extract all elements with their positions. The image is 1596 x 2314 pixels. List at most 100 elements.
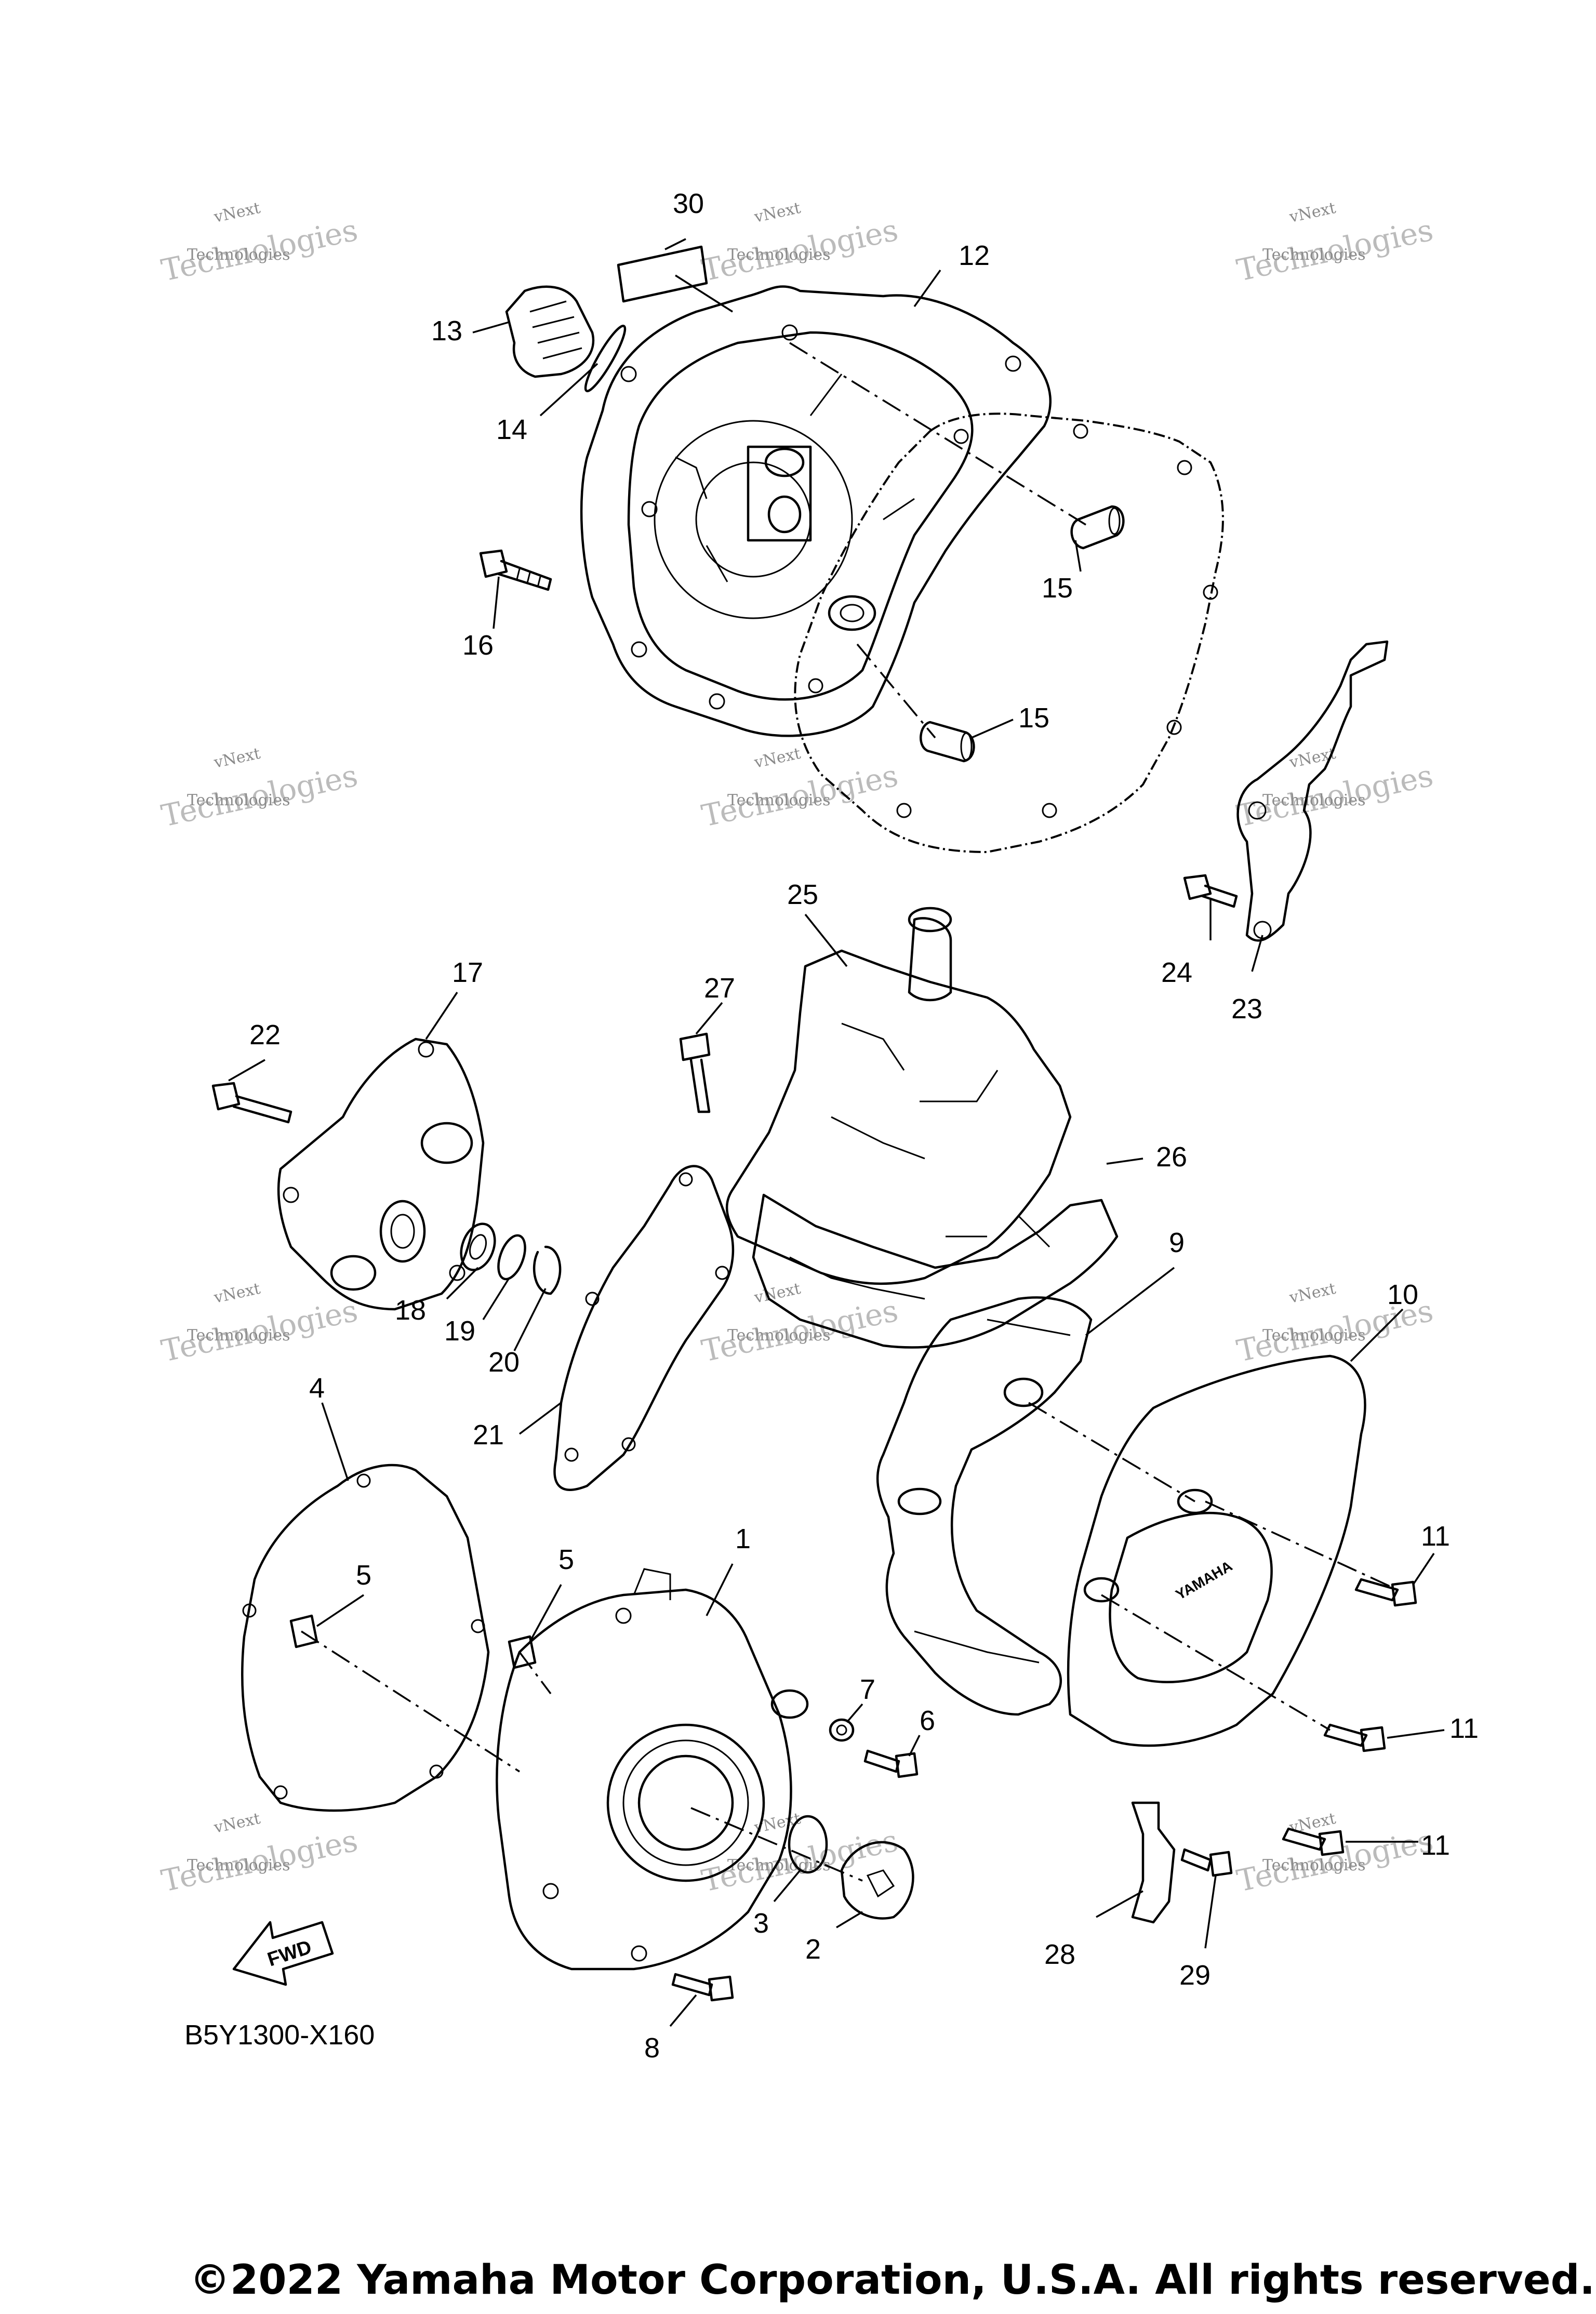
svg-text:vNext: vNext [212, 199, 262, 227]
callout-10: 10 [1387, 1279, 1418, 1310]
callout-20: 20 [488, 1347, 520, 1378]
watermark: Technologies vNext Technologies [699, 1280, 901, 1369]
part-15-dowel-pin [920, 721, 975, 763]
callout-15: 15 [1042, 573, 1073, 604]
callout-23: 23 [1231, 993, 1262, 1025]
part-10-cover: YAMAHA [1067, 1354, 1366, 1747]
callout-5: 5 [558, 1544, 574, 1575]
callout-24: 24 [1161, 957, 1192, 988]
svg-text:Technologies: Technologies [1262, 791, 1366, 809]
part-21-gasket [553, 1165, 735, 1491]
callout-3: 3 [753, 1908, 769, 1939]
svg-text:Technologies: Technologies [187, 1856, 290, 1874]
part-9-cover [876, 1296, 1093, 1716]
watermark: Technologies vNext Technologies [158, 199, 361, 288]
callout-4: 4 [309, 1373, 325, 1404]
part-6-bolt [863, 1749, 919, 1778]
part-1-cover [496, 1568, 809, 1971]
callout-9: 9 [1169, 1227, 1185, 1258]
watermark: Technologies vNext Technologies [699, 744, 901, 834]
callout-29: 29 [1179, 1960, 1211, 1991]
leader-lines [228, 238, 1445, 2027]
drawing-code: B5Y1300-X160 [184, 2019, 375, 2051]
callout-18: 18 [395, 1295, 426, 1326]
part-11-bolt [1323, 1723, 1386, 1752]
part-26-gasket [752, 1193, 1119, 1349]
svg-text:Technologies: Technologies [727, 1326, 831, 1345]
svg-text:vNext: vNext [752, 199, 802, 227]
callout-25: 25 [787, 879, 818, 910]
svg-text:vNext: vNext [1287, 1280, 1337, 1307]
callout-28: 28 [1044, 1939, 1075, 1970]
part-27-bolt [679, 1032, 711, 1113]
callout-21: 21 [473, 1419, 504, 1451]
copyright: ©2022 Yamaha Motor Corporation, U.S.A. A… [190, 2257, 1595, 2304]
part-24-bolt [1183, 874, 1238, 908]
part-2-plug [840, 1841, 914, 1920]
svg-text:Technologies: Technologies [1262, 246, 1366, 264]
watermark: Technologies vNext Technologies [1234, 199, 1437, 288]
watermark: Technologies vNext Technologies [158, 744, 361, 834]
svg-text:vNext: vNext [212, 744, 262, 772]
part-15-dowel-pin [1070, 505, 1125, 550]
part-18-seal [460, 1222, 496, 1271]
svg-text:YAMAHA: YAMAHA [1173, 1558, 1235, 1603]
part-8-bolt [671, 1973, 734, 2002]
part-5-dowel [508, 1635, 537, 1669]
svg-text:Technologies: Technologies [1262, 1856, 1366, 1874]
callout-8: 8 [644, 2032, 660, 2064]
part-14-o-ring [584, 325, 627, 392]
callout-1: 1 [735, 1523, 751, 1554]
part-13-oil-cap [505, 285, 595, 378]
callout-27: 27 [704, 973, 735, 1004]
callout-12: 12 [959, 240, 990, 271]
watermark: Technologies vNext Technologies [158, 1280, 361, 1369]
callout-19: 19 [444, 1315, 475, 1347]
part-11-bolt [1282, 1827, 1345, 1856]
part-7-washer [829, 1718, 855, 1742]
svg-text:vNext: vNext [212, 1810, 262, 1837]
part-12-crankcase-cover [580, 285, 1052, 737]
part-29-bolt [1180, 1848, 1233, 1877]
callout-6: 6 [920, 1705, 935, 1736]
callout-13: 13 [431, 315, 462, 347]
svg-text:vNext: vNext [1287, 199, 1337, 227]
svg-text:vNext: vNext [752, 744, 802, 772]
watermark: Technologies vNext Technologies [699, 199, 901, 288]
fwd-arrow-icon: FWD [232, 1921, 334, 1986]
callout-22: 22 [249, 1019, 281, 1050]
svg-text:Technologies: Technologies [727, 246, 831, 264]
part-3-o-ring [788, 1815, 828, 1874]
callout-30: 30 [673, 188, 704, 219]
watermark: Technologies vNext Technologies [1234, 744, 1437, 834]
part-28-bracket [1131, 1801, 1176, 1924]
part-22-bolt [211, 1082, 292, 1124]
callout-7: 7 [860, 1674, 875, 1705]
callout-2: 2 [805, 1934, 821, 1965]
callout-15: 15 [1018, 702, 1049, 734]
callout-26: 26 [1156, 1141, 1187, 1173]
part-25-cover [725, 907, 1072, 1285]
svg-text:vNext: vNext [212, 1280, 262, 1307]
part-16-bolt [479, 549, 552, 591]
svg-text:Technologies: Technologies [187, 246, 290, 264]
part-11-bolt [1354, 1578, 1417, 1607]
callout-16: 16 [462, 630, 494, 661]
callout-14: 14 [496, 414, 527, 445]
svg-text:FWD: FWD [265, 1936, 314, 1971]
part-19-washer [497, 1234, 526, 1281]
svg-text:Technologies: Technologies [1262, 1326, 1366, 1345]
part-30-label [617, 245, 708, 303]
svg-text:Technologies: Technologies [727, 791, 831, 809]
callout-11: 11 [1421, 1521, 1450, 1552]
callout-17: 17 [452, 957, 483, 988]
part-17-cover [277, 1038, 485, 1311]
part-4-gasket [241, 1464, 490, 1812]
callouts: 30 12 13 14 15 16 15 24 23 25 27 26 17 2… [249, 188, 1479, 2064]
part-12-gasket [794, 413, 1224, 854]
part-20-circlip [533, 1245, 562, 1295]
svg-text:Technologies: Technologies [187, 1326, 290, 1345]
callout-5: 5 [356, 1560, 371, 1591]
svg-text:Technologies: Technologies [187, 791, 290, 809]
